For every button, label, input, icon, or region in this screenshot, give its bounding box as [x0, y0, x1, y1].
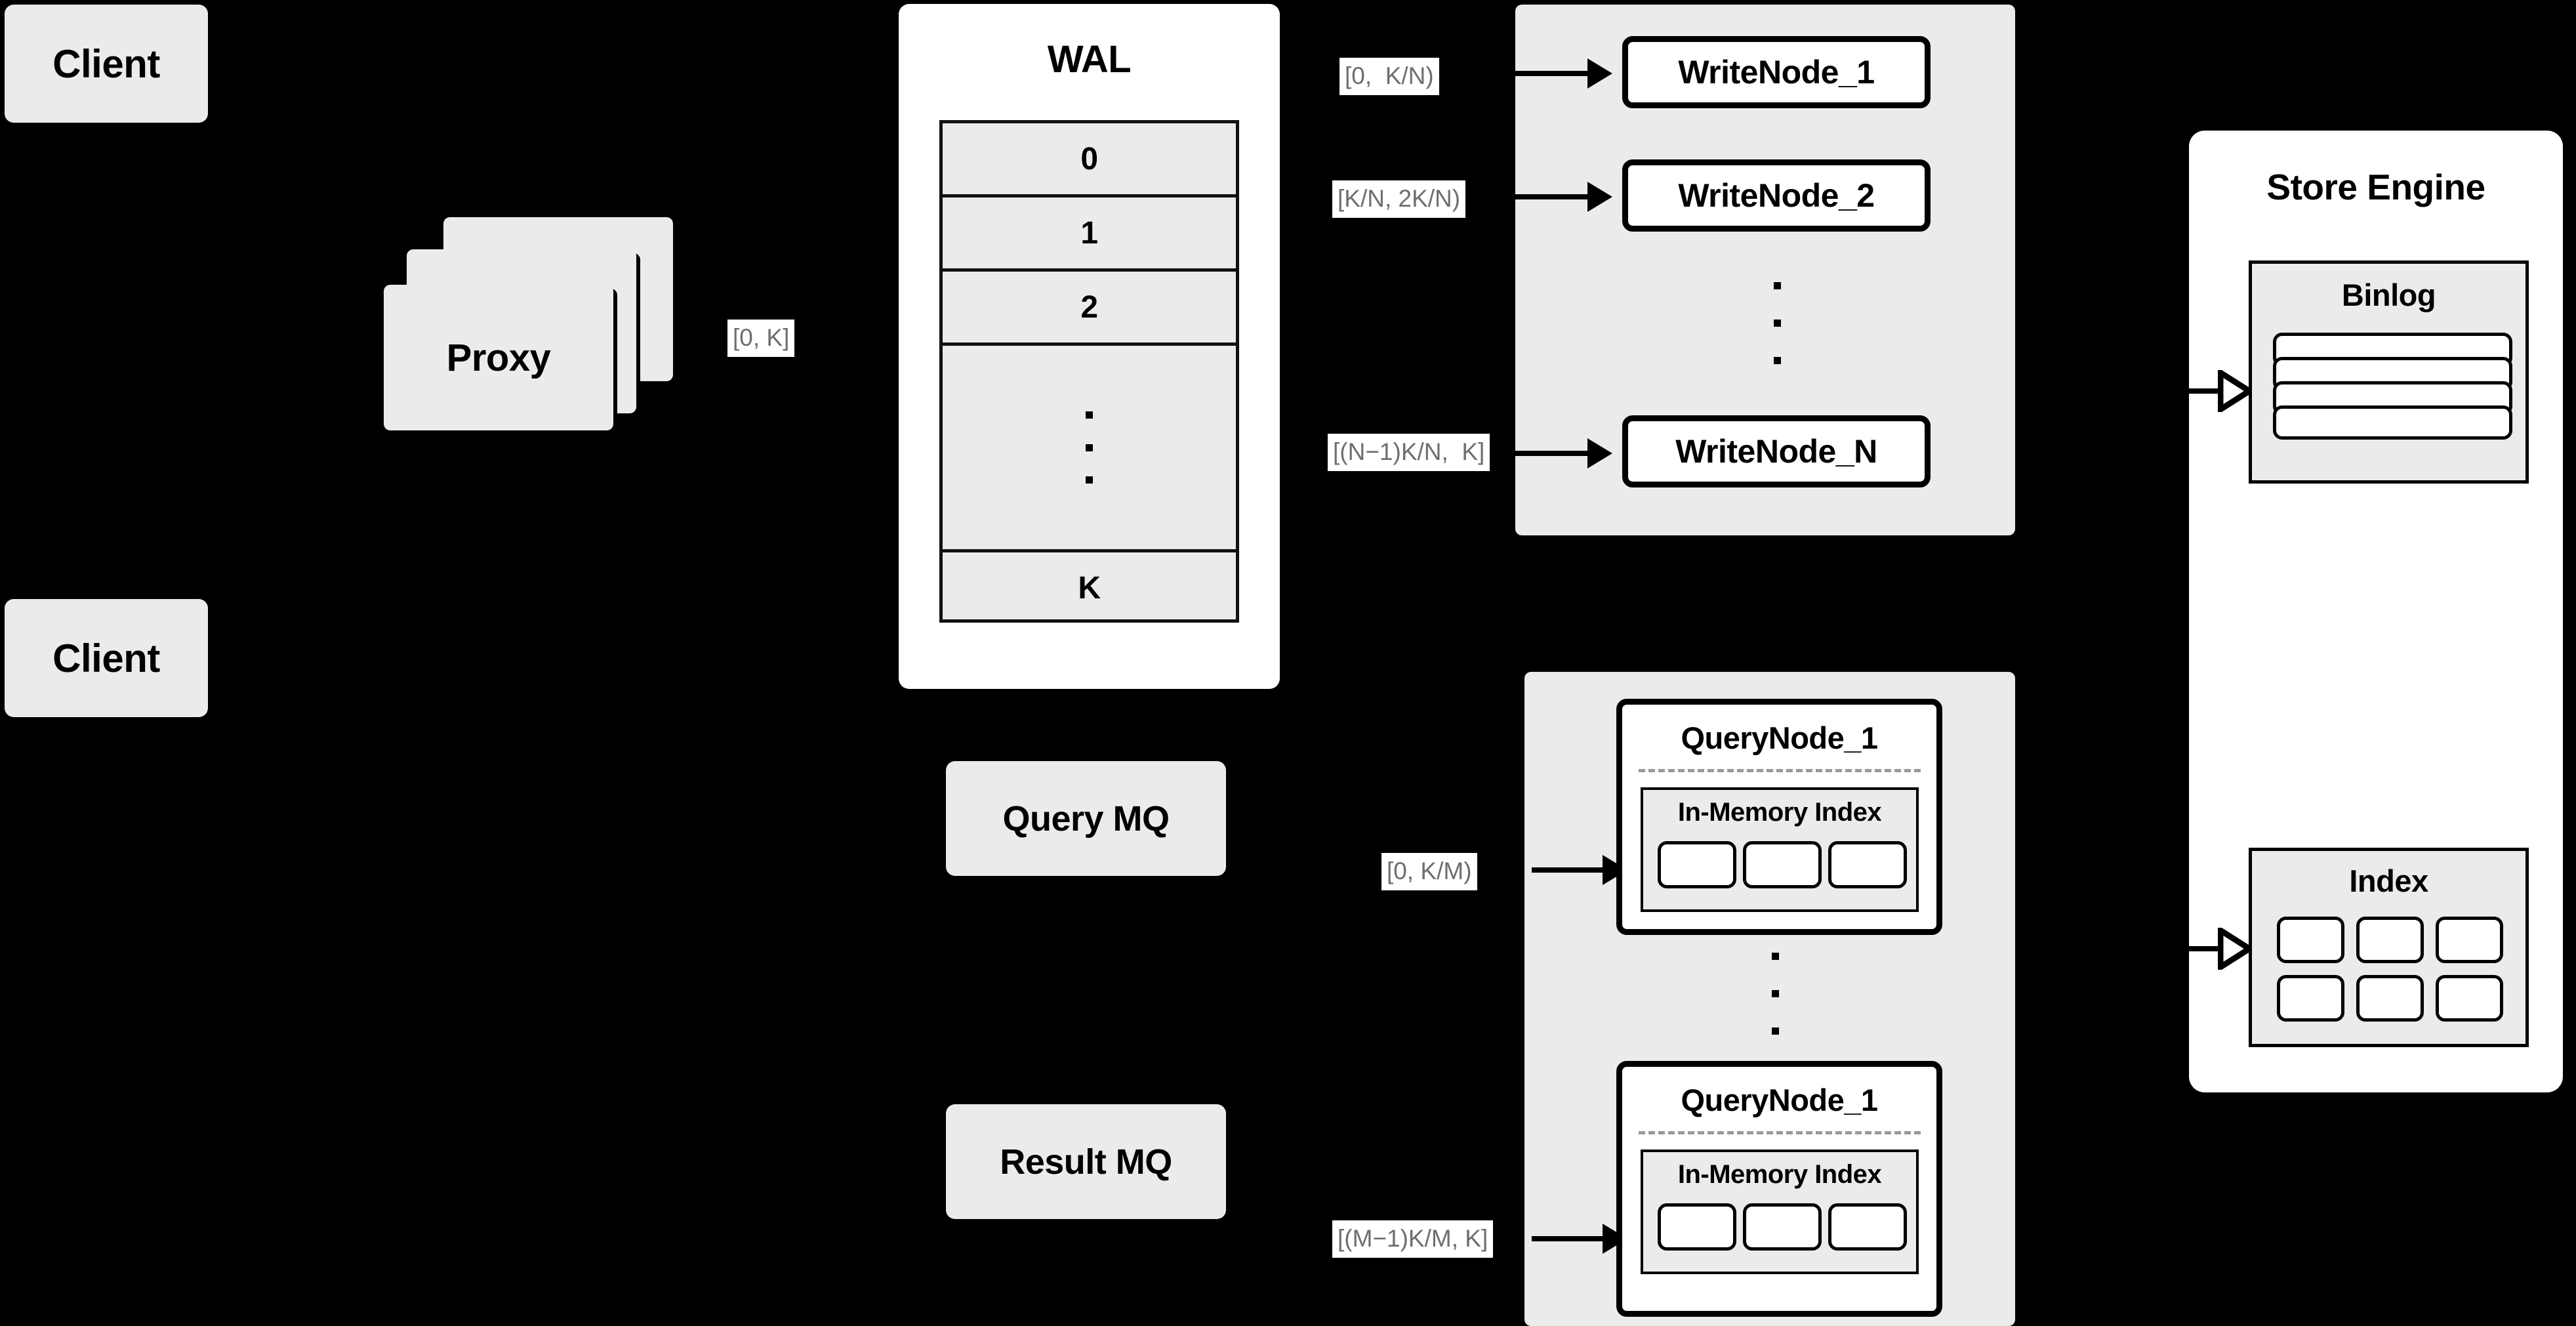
wal-entry-label: K	[1078, 571, 1101, 606]
index-segment-cell[interactable]	[1658, 841, 1736, 888]
querynode-m-box[interactable]: QueryNode_1 In-Memory Index	[1616, 1061, 1942, 1317]
result-mq-box[interactable]: Result MQ	[946, 1104, 1226, 1219]
index-grid-cell[interactable]	[2277, 917, 2344, 963]
client-label-2: Client	[52, 636, 160, 680]
index-grid-cell[interactable]	[2356, 975, 2424, 1022]
wal-entry-row[interactable]: K	[943, 552, 1236, 624]
wal-entry-table: 0 1 2 K	[939, 120, 1239, 623]
store-engine-title: Store Engine	[2189, 161, 2563, 213]
result-mq-label: Result MQ	[1000, 1142, 1172, 1182]
proxy-label: Proxy	[446, 336, 551, 379]
index-grid-cell[interactable]	[2356, 917, 2424, 963]
arrow-shaft-to-index	[2189, 946, 2223, 951]
interval-querynode-m: [(M−1)K/M, K]	[1332, 1220, 1494, 1258]
index-panel: Index	[2249, 848, 2529, 1047]
writenode-1-label: WriteNode_1	[1678, 54, 1875, 91]
wal-vertical-ellipsis	[1086, 411, 1093, 484]
index-segment-row	[1658, 1203, 1907, 1251]
arrow-shaft-writenode-2	[1509, 194, 1597, 199]
arrow-head-to-binlog	[2218, 370, 2252, 412]
index-segment-cell[interactable]	[1828, 841, 1907, 888]
writenode-n-label: WriteNode_N	[1675, 433, 1877, 470]
wal-title: WAL	[899, 33, 1280, 85]
wal-entry-row[interactable]: 2	[943, 272, 1236, 346]
writenode-2-label: WriteNode_2	[1678, 177, 1875, 214]
binlog-row[interactable]	[2273, 405, 2512, 440]
wal-entry-row-ellipsis	[943, 346, 1236, 552]
interval-querynode-1: [0, K/M)	[1381, 853, 1477, 890]
querynode-1-title: QueryNode_1	[1622, 716, 1936, 758]
query-mq-label: Query MQ	[1002, 798, 1170, 839]
writenode-1-box[interactable]: WriteNode_1	[1622, 36, 1931, 108]
in-memory-index-label: In-Memory Index	[1677, 797, 1882, 827]
writenode-n-box[interactable]: WriteNode_N	[1622, 415, 1931, 487]
arrow-head-writenode-1	[1587, 58, 1612, 89]
in-memory-index-label-wrap: In-Memory Index	[1643, 1157, 1916, 1191]
arrow-head-writenode-2	[1587, 182, 1612, 212]
binlog-rows	[2273, 333, 2512, 464]
proxy-card-front[interactable]: Proxy	[384, 285, 613, 430]
arrow-shaft-querynode-1	[1532, 867, 1614, 873]
writenode-2-box[interactable]: WriteNode_2	[1622, 159, 1931, 232]
wal-entry-label: 2	[1080, 289, 1098, 325]
index-segment-row	[1658, 841, 1907, 888]
binlog-label: Binlog	[2341, 277, 2436, 312]
querynode-1-index-panel: In-Memory Index	[1641, 787, 1919, 912]
index-grid-cell[interactable]	[2277, 975, 2344, 1022]
client-box-1[interactable]: Client	[5, 5, 208, 123]
interval-writenode-n: [(N−1)K/N, K]	[1328, 434, 1490, 471]
interval-writenode-2: [K/N, 2K/N)	[1332, 180, 1466, 218]
arrow-head-writenode-n	[1587, 438, 1612, 468]
query-mq-box[interactable]: Query MQ	[946, 761, 1226, 876]
index-segment-cell[interactable]	[1743, 841, 1822, 888]
arrow-shaft-to-binlog	[2189, 388, 2223, 394]
querynode-1-divider	[1639, 769, 1921, 772]
querynode-m-index-panel: In-Memory Index	[1641, 1150, 1919, 1274]
index-segment-cell[interactable]	[1658, 1203, 1736, 1251]
client-box-2[interactable]: Client	[5, 599, 208, 717]
index-title: Index	[2252, 860, 2525, 901]
querynode-m-divider	[1639, 1131, 1921, 1134]
binlog-panel: Binlog	[2249, 260, 2529, 484]
index-segment-cell[interactable]	[1828, 1203, 1907, 1251]
in-memory-index-label: In-Memory Index	[1677, 1159, 1882, 1189]
in-memory-index-label-wrap: In-Memory Index	[1643, 795, 1916, 829]
store-engine-title-label: Store Engine	[2266, 167, 2485, 207]
interval-proxy-to-wal: [0, K]	[727, 320, 795, 357]
index-cell-grid	[2277, 917, 2503, 1022]
wal-entry-label: 1	[1080, 215, 1098, 251]
arrow-shaft-querynode-m	[1532, 1236, 1614, 1241]
index-grid-cell[interactable]	[2436, 917, 2503, 963]
client-label-1: Client	[52, 41, 160, 86]
wal-entry-label: 0	[1080, 141, 1098, 176]
index-segment-cell[interactable]	[1743, 1203, 1822, 1251]
wal-entry-row[interactable]: 0	[943, 123, 1236, 197]
querynode-m-title: QueryNode_1	[1622, 1079, 1936, 1121]
arrow-shaft-writenode-1	[1509, 71, 1597, 76]
wal-title-label: WAL	[1047, 37, 1132, 81]
write-cluster-ellipsis	[1773, 282, 1781, 364]
query-cluster-ellipsis	[1771, 953, 1779, 1035]
arrow-head-to-index	[2218, 928, 2252, 970]
interval-writenode-1: [0, K/N)	[1339, 58, 1439, 95]
arrow-shaft-writenode-n	[1509, 451, 1597, 456]
wal-entry-row[interactable]: 1	[943, 197, 1236, 272]
querynode-1-box[interactable]: QueryNode_1 In-Memory Index	[1616, 699, 1942, 935]
index-grid-cell[interactable]	[2436, 975, 2503, 1022]
binlog-title: Binlog	[2252, 274, 2525, 315]
querynode-m-label: QueryNode_1	[1681, 1082, 1878, 1117]
index-label: Index	[2349, 863, 2428, 898]
querynode-1-label: QueryNode_1	[1681, 720, 1878, 755]
